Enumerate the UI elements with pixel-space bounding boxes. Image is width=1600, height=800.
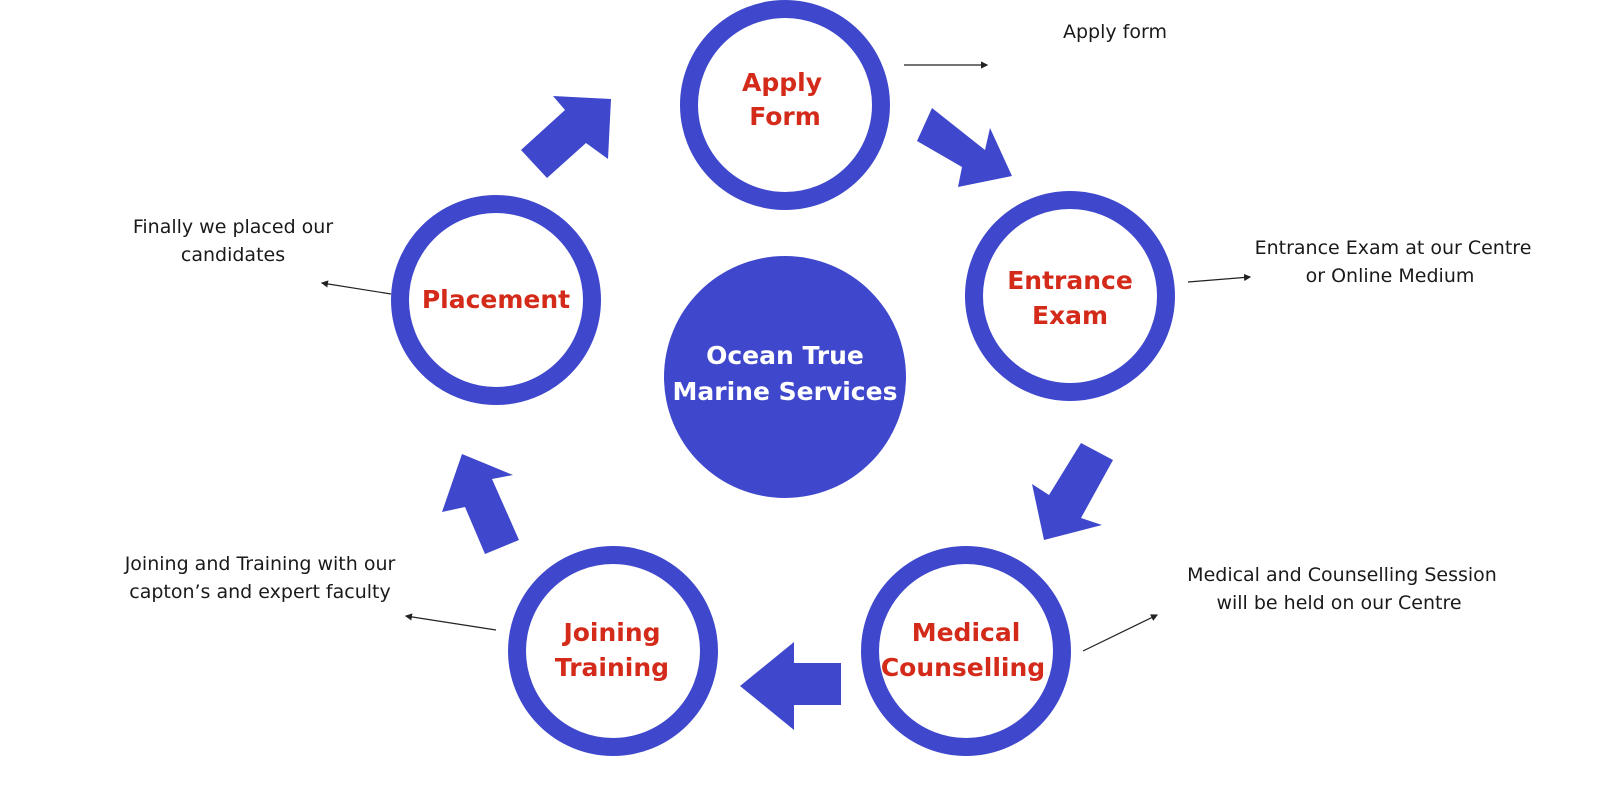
step-joining-training: Joining Training — [508, 546, 718, 756]
note-line1: Entrance Exam at our Centre — [1255, 237, 1532, 259]
note-line2: capton’s and expert faculty — [129, 581, 390, 603]
step-label-line1: Joining — [561, 618, 660, 647]
step-label-line1: Entrance — [1007, 266, 1133, 295]
step-placement: Placement — [391, 195, 601, 405]
step-label-line2: Counselling — [881, 653, 1045, 682]
hub-title-line2: Marine Services — [673, 377, 898, 406]
leader-line-medical-counselling — [1082, 614, 1159, 652]
note-joining-training: Joining and Training with our capton’s a… — [124, 553, 396, 603]
note-line1: Finally we placed our — [133, 216, 334, 238]
step-entrance-exam: Entrance Exam — [965, 191, 1175, 401]
hub-title-line1: Ocean True — [706, 341, 864, 370]
hub-circle — [664, 256, 906, 498]
step-ring — [391, 195, 601, 405]
note-line2: will be held on our Centre — [1216, 592, 1461, 614]
leader-line-entrance-exam — [1187, 273, 1252, 283]
arrow-down-left-icon — [1032, 443, 1113, 540]
step-medical-counselling: Medical Counselling — [861, 546, 1071, 756]
step-ring — [861, 546, 1071, 756]
note-line1: Joining and Training with our — [124, 553, 396, 575]
step-label-line1: Placement — [422, 285, 570, 314]
step-apply-form: Apply Form — [680, 0, 890, 210]
note-line1: Medical and Counselling Session — [1187, 564, 1497, 586]
note-entrance-exam: Entrance Exam at our Centre or Online Me… — [1255, 237, 1532, 287]
note-line1: Apply form — [1063, 21, 1167, 43]
leader-line-placement — [320, 280, 392, 295]
step-label-line2: Training — [555, 653, 669, 682]
note-apply-form: Apply form — [1063, 21, 1167, 43]
step-label-line2: Exam — [1032, 301, 1108, 330]
step-label-line2: Form — [749, 102, 821, 131]
step-ring — [680, 0, 890, 210]
step-label-line1: Apply — [742, 68, 822, 97]
note-medical-counselling: Medical and Counselling Session will be … — [1187, 564, 1497, 614]
note-placement: Finally we placed our candidates — [133, 216, 334, 266]
leader-line-joining-training — [404, 613, 497, 631]
arrow-up-icon — [442, 454, 519, 554]
hub-node: Ocean True Marine Services — [664, 256, 906, 498]
arrow-left-icon — [740, 642, 841, 730]
step-label-line1: Medical — [912, 618, 1021, 647]
arrow-up-right-icon — [521, 96, 611, 178]
step-ring — [508, 546, 718, 756]
step-ring — [965, 191, 1175, 401]
arrow-down-right-icon — [917, 108, 1012, 187]
note-line2: candidates — [181, 244, 285, 266]
note-line2: or Online Medium — [1306, 265, 1475, 287]
